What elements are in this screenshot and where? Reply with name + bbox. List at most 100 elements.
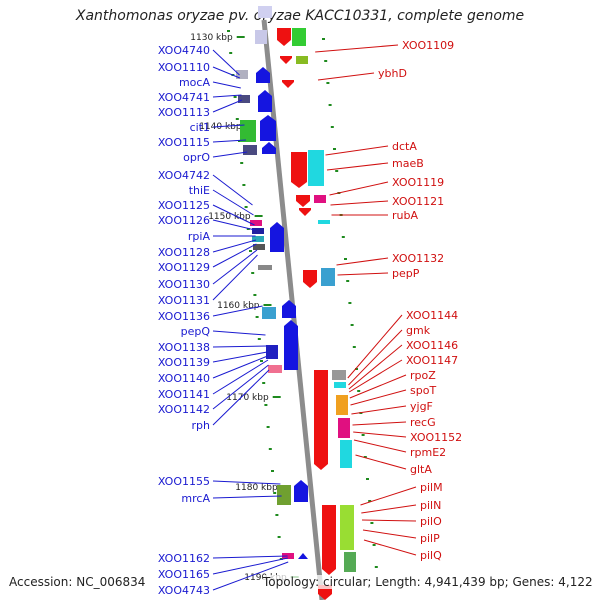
connector-left <box>212 81 241 89</box>
gene-label-left: oprO <box>183 151 210 164</box>
gene-feature <box>266 345 278 359</box>
connector-left <box>212 189 254 216</box>
gene-feature <box>332 370 346 380</box>
minor-tick-left <box>257 338 261 340</box>
minor-tick-left <box>253 294 257 296</box>
gene-label-left: XOO1129 <box>158 261 210 274</box>
minor-tick-left <box>235 118 239 120</box>
connector-left <box>212 139 247 143</box>
minor-tick-left <box>271 470 274 472</box>
connector-left <box>212 239 257 253</box>
gene-arrow <box>291 152 307 188</box>
connector-left <box>212 369 270 426</box>
connector-right <box>350 389 407 406</box>
gene-feature <box>255 30 267 44</box>
minor-tick-left <box>240 162 244 164</box>
connector-right <box>317 72 375 81</box>
gene-arrow <box>258 90 272 112</box>
gene-label-left: XOO4741 <box>158 91 210 104</box>
gene-label-left: XOO1142 <box>158 403 210 416</box>
gene-label-right: spoT <box>410 384 436 397</box>
gene-label-left: pepQ <box>181 325 211 338</box>
connector-left <box>212 351 268 363</box>
minor-tick-right <box>368 500 372 502</box>
gene-arrow <box>282 300 296 318</box>
minor-tick-left <box>260 360 263 362</box>
gene-label-right: yjgF <box>410 400 433 413</box>
gene-label-right: pilN <box>420 499 441 512</box>
connector-left <box>212 219 256 231</box>
kbp-label: 1150 kbp <box>208 212 251 222</box>
connector-left <box>212 555 288 559</box>
gene-arrow <box>256 67 270 83</box>
kbp-label: 1170 kbp <box>226 393 269 403</box>
gene-label-right: pilP <box>420 532 440 545</box>
gene-label-right: pilM <box>420 481 443 494</box>
gene-label-left: XOO1110 <box>158 61 210 74</box>
connector-right <box>361 504 417 514</box>
minor-tick-right <box>350 324 354 326</box>
gene-arrow <box>303 270 317 288</box>
gene-feature <box>340 440 352 468</box>
minor-tick-left <box>255 316 259 318</box>
gene-label-left: XOO1115 <box>158 136 210 149</box>
minor-tick-right <box>322 38 325 40</box>
minor-tick-left <box>251 272 255 274</box>
gene-arrow <box>277 28 291 46</box>
connector-right <box>351 405 407 415</box>
gene-label-right: dctA <box>392 140 417 153</box>
kbp-label: 1130 kbp <box>190 33 233 43</box>
gene-feature <box>252 228 264 234</box>
gene-label-left: XOO1155 <box>158 475 210 488</box>
gene-arrow <box>284 320 298 370</box>
connector-left <box>212 355 268 379</box>
connector-left <box>212 99 243 113</box>
gene-label-left: mocA <box>179 76 210 89</box>
minor-tick-left <box>246 228 250 230</box>
connector-left <box>212 249 258 285</box>
connector-left <box>212 243 257 268</box>
gene-label-left: XOO4742 <box>158 169 210 182</box>
gene-label-left: XOO1126 <box>158 214 210 227</box>
gene-label-right: pilQ <box>420 549 442 562</box>
gene-label-right: XOO1144 <box>406 309 458 322</box>
gene-arrow <box>299 208 311 216</box>
gene-label-right: XOO1119 <box>392 176 444 189</box>
minor-tick-left <box>268 448 272 450</box>
minor-tick-left <box>233 96 237 98</box>
minor-tick-left <box>242 184 246 186</box>
connector-left <box>212 359 269 395</box>
gene-label-right: XOO1147 <box>406 354 458 367</box>
connector-right <box>363 539 417 556</box>
connector-left <box>212 364 269 410</box>
gene-feature <box>252 236 264 242</box>
gene-label-left: XOO1130 <box>158 278 210 291</box>
gene-feature <box>240 120 256 142</box>
gene-label-left: XOO1138 <box>158 341 210 354</box>
gene-feature <box>292 28 306 46</box>
connector-right <box>362 529 417 539</box>
gene-label-left: XOO1131 <box>158 294 210 307</box>
gene-arrow <box>270 222 284 252</box>
gene-feature <box>268 365 282 373</box>
gene-feature <box>250 220 262 226</box>
kbp-label: 1160 kbp <box>217 301 260 311</box>
minor-tick-right <box>363 456 367 458</box>
gene-label-left: cit1 <box>190 121 210 134</box>
minor-tick-left <box>249 250 252 252</box>
connector-right <box>348 344 403 390</box>
gene-arrow <box>282 80 294 88</box>
gene-feature <box>296 56 308 64</box>
connector-right <box>355 454 407 470</box>
gene-feature <box>238 95 250 103</box>
gene-label-left: XOO1139 <box>158 356 210 369</box>
minor-tick-left <box>266 426 270 428</box>
minor-tick-right <box>370 522 374 524</box>
genome-summary-text: Topology: circular; Length: 4,941,439 bp… <box>263 575 593 589</box>
minor-tick-right <box>372 544 376 546</box>
gene-label-left: XOO1125 <box>158 199 210 212</box>
gene-arrow <box>262 142 276 154</box>
gene-label-left: thiE <box>189 184 210 197</box>
minor-tick-right <box>348 302 352 304</box>
connector-left <box>212 204 255 226</box>
